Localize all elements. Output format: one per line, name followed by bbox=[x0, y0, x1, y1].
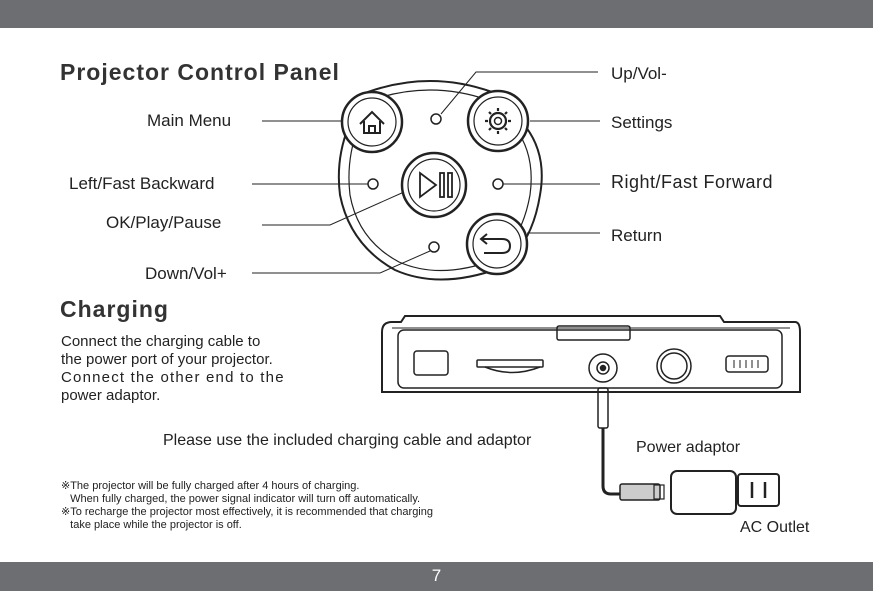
charging-instructions: Connect the charging cable to the power … bbox=[61, 333, 336, 405]
direction-dots bbox=[367, 113, 504, 253]
note-line: When fully charged, the power signal ind… bbox=[61, 493, 421, 505]
note-line: take place while the projector is off. bbox=[61, 519, 242, 531]
leader-lines bbox=[252, 71, 600, 274]
cable-note: Please use the included charging cable a… bbox=[163, 432, 532, 449]
top-bar bbox=[0, 0, 873, 28]
power-adaptor-icon bbox=[670, 470, 742, 515]
bottom-bar bbox=[0, 562, 873, 591]
label-left-fast-backward: Left/Fast Backward bbox=[69, 174, 215, 193]
label-ok-play-pause: OK/Play/Pause bbox=[106, 213, 222, 232]
ac-outlet-label: AC Outlet bbox=[740, 519, 810, 536]
label-settings: Settings bbox=[611, 113, 673, 132]
charging-cable bbox=[597, 387, 665, 501]
label-return: Return bbox=[611, 226, 663, 245]
home-icon bbox=[359, 110, 385, 134]
instruction-line: Connect the other end to the bbox=[61, 369, 285, 386]
play-pause-button bbox=[400, 151, 468, 219]
play-pause-icon bbox=[419, 171, 453, 199]
instruction-line: Connect the charging cable to bbox=[61, 333, 261, 350]
page-number: 7 bbox=[431, 566, 442, 585]
charging-title: Charging bbox=[60, 296, 169, 322]
label-up-vol-minus: Up/Vol- bbox=[611, 64, 667, 83]
return-button bbox=[465, 212, 529, 276]
return-arrow-icon bbox=[479, 233, 512, 254]
label-down-vol-plus: Down/Vol+ bbox=[145, 264, 227, 283]
label-right-fast-forward: Right/Fast Forward bbox=[611, 172, 774, 192]
page-title: Projector Control Panel bbox=[60, 59, 340, 85]
instruction-line: power adaptor. bbox=[61, 387, 161, 404]
home-button bbox=[340, 90, 404, 154]
projector-side bbox=[381, 315, 801, 393]
note-line: ※To recharge the projector most effectiv… bbox=[61, 506, 433, 518]
gear-icon bbox=[485, 108, 511, 134]
charging-notes: ※The projector will be fully charged aft… bbox=[61, 480, 433, 532]
instruction-line: the power port of your projector. bbox=[61, 351, 273, 368]
settings-button bbox=[466, 89, 530, 153]
label-main-menu: Main Menu bbox=[147, 111, 232, 130]
ac-outlet-icon bbox=[737, 473, 780, 507]
note-line: ※The projector will be fully charged aft… bbox=[61, 480, 360, 492]
power-adaptor-label: Power adaptor bbox=[636, 439, 741, 456]
